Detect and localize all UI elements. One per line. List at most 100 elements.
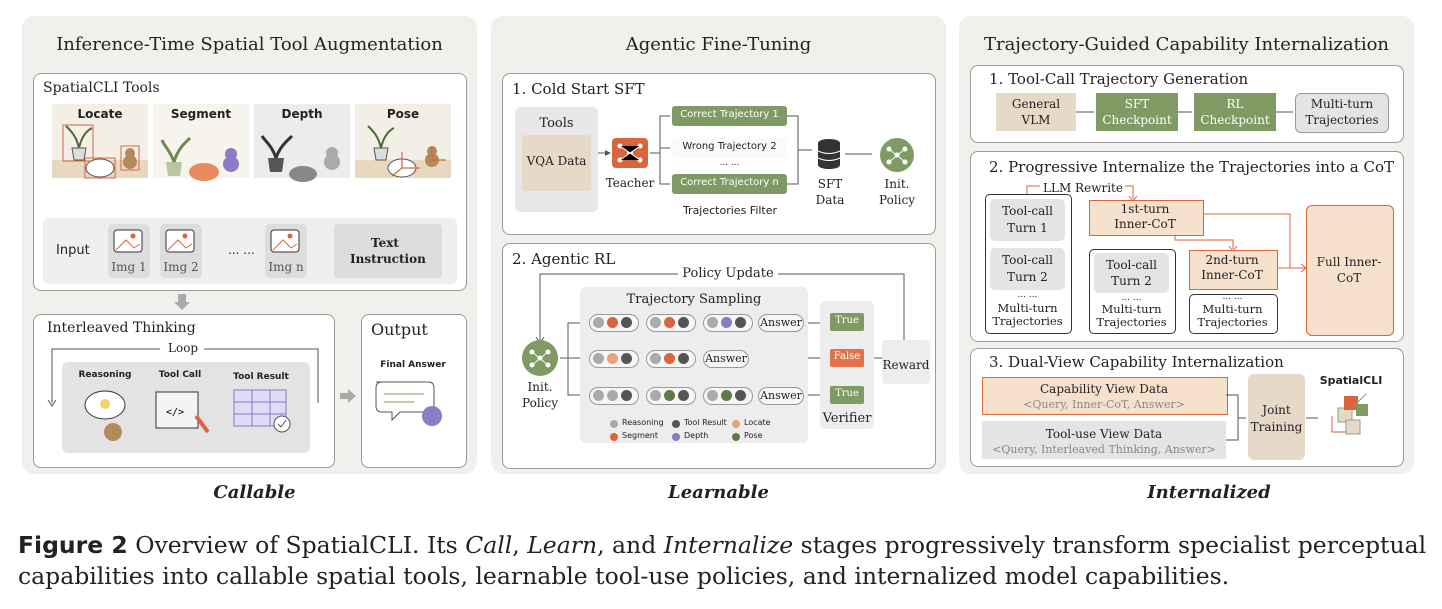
dot-pose [721,390,732,401]
multi-turn-traj-box [1295,93,1389,133]
panel3-title: Trajectory-Guided Capability Internaliza… [983,34,1390,55]
sft-data-label: SFT Data [815,177,845,207]
tools-title: SpatialCLI Tools [43,80,160,96]
answer-1: Answer [758,314,804,332]
tool-view-label: Tool-use View Data [1045,427,1163,441]
traj-correct-1-label: Correct Trajectory 1 [680,109,779,120]
tool-label-depth: Depth [281,107,323,121]
verdict-false-label: False [833,351,861,362]
verifier-label: Verifier [822,411,872,426]
rl-checkpoint-box [1194,93,1276,131]
thinking-title: Interleaved Thinking [47,320,196,336]
caption-prefix: Overview of SpatialCLI. Its [135,531,466,559]
caption-and: , and [597,531,664,559]
tool-label-locate: Locate [77,107,123,121]
init-policy-label: Init. Policy [879,177,915,207]
multi-turn-traj-label: Multi-turn Trajectories [1305,97,1379,127]
dot-tool-result [678,353,689,364]
final-answer: Final Answer [380,360,446,370]
vqa-label: VQA Data [526,154,587,168]
verdict-true-1-label: True [835,315,859,326]
cap-view-box [982,377,1228,415]
dot-reasoning [650,317,661,328]
rl-title: 2. Agentic RL [512,250,616,268]
text-instruction-box [334,224,442,278]
tool-label-segment: Segment [170,107,232,121]
traj-dots: ... ... [719,158,740,168]
dot-segment [664,353,675,364]
svg-text:</>: </> [166,407,184,418]
footer-learnable: Learnable [668,482,769,503]
dot-pose [664,390,675,401]
dot-segment [607,317,618,328]
dot-tool-result [678,317,689,328]
first-cot-box [1089,200,1204,236]
turns2-dots: ... ... [1121,293,1142,303]
tool-view-sub: <Query, Interleaved Thinking, Answer> [992,443,1216,456]
second-cot-box [1189,250,1278,290]
teacher-label: Teacher [605,176,655,190]
panel2-title: Agentic Fine-Tuning [625,34,812,55]
input-label: Input [56,243,90,258]
vqa-box [522,135,591,191]
legend-dot-tool-result [672,420,680,428]
turn1-label: Tool-call Turn 1 [1002,204,1053,235]
llm-rewrite: LLM Rewrite [1043,181,1123,195]
tools-label: Tools [539,116,574,131]
dot-reasoning [607,390,618,401]
first-cot-label: 1st-turn Inner-CoT [1114,202,1176,231]
turn1-box [990,199,1065,241]
turns3-multi: Multi-turn Trajectories [1197,302,1268,329]
image-label-2: Img 2 [163,260,199,274]
dot-reasoning [593,353,604,364]
caption-comma: , [512,531,528,559]
joint-training-label: Joint Training [1250,403,1303,434]
dot-reasoning [650,353,661,364]
joint-training-box [1248,374,1305,460]
full-cot-label: Full Inner-CoT [1316,255,1382,285]
traj-correct-1 [672,106,787,126]
footer-internalized: Internalized [1147,482,1271,503]
legend-dot-reasoning [610,420,618,428]
caption-label: Figure 2 [18,531,128,559]
dot-tool-result [621,317,632,328]
s3-title: 3. Dual-View Capability Internalization [989,353,1284,371]
legend-reasoning: Reasoning [622,418,664,427]
output-title: Output [371,320,428,339]
dot-segment [664,317,675,328]
general-vlm-box [996,93,1076,131]
tool-label-pose: Pose [386,107,420,121]
sft-title: 1. Cold Start SFT [512,80,645,98]
legend-dot-depth [672,433,680,441]
figure-caption: Figure 2 Overview of SpatialCLI. Its Cal… [18,530,1428,592]
reward-box [882,340,930,384]
spatialcli-label: SpatialCLI [1319,374,1383,387]
filter-label: Trajectories Filter [682,204,778,217]
legend-tool-result: Tool Result [684,418,727,427]
rl-init-policy: Init. Policy [522,380,558,410]
images-ellipsis: ... ... [228,243,255,257]
turns3-box [1189,294,1278,334]
image-label-1: Img 1 [111,260,147,274]
dot-reasoning [593,317,604,328]
panel1-title: Inference-Time Spatial Tool Augmentation [56,34,443,55]
dot-tool-result [621,390,632,401]
turns-multi: Multi-turn Trajectories [992,301,1063,328]
dot-reasoning [707,390,718,401]
legend-locate: Locate [744,418,771,427]
traj-sampling-title: Trajectory Sampling [626,292,762,307]
text-instruction: Text Instruction [350,236,426,266]
rl-policy-update: Policy Update [682,266,774,281]
turn2b-box [1094,253,1169,293]
footer-callable: Callable [213,482,296,503]
image-label-n: Img n [268,260,304,274]
s1-title: 1. Tool-Call Trajectory Generation [989,70,1249,88]
